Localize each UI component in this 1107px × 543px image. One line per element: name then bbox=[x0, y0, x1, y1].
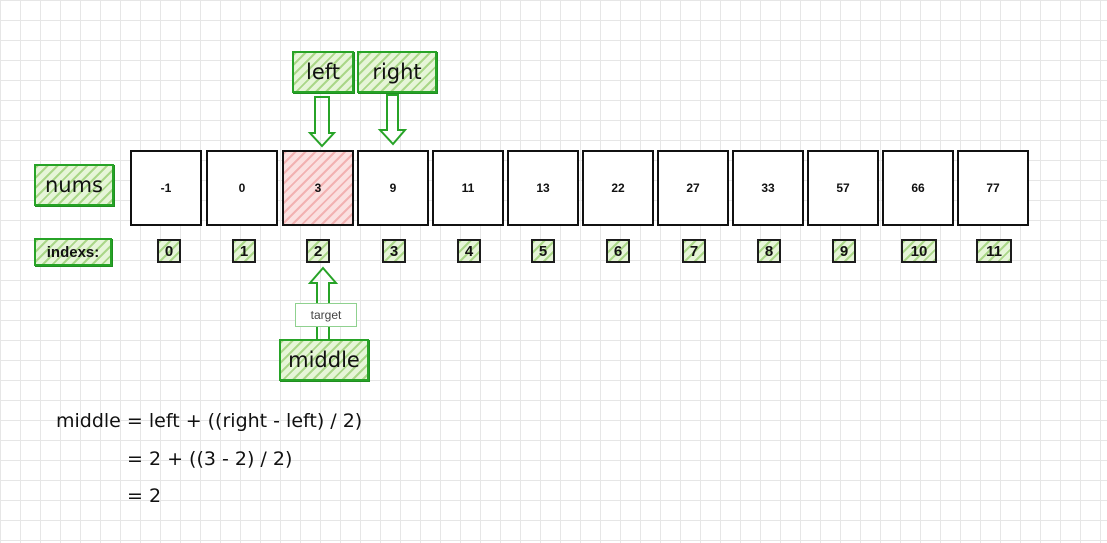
left-down-arrow-icon bbox=[307, 96, 337, 148]
left-label-text: left bbox=[305, 60, 340, 84]
index-box: 0 bbox=[157, 239, 181, 263]
right-down-arrow-icon bbox=[377, 94, 408, 146]
array-cell: 13 bbox=[507, 150, 579, 226]
array-cell: 22 bbox=[582, 150, 654, 226]
array-cell: 11 bbox=[432, 150, 504, 226]
target-label-text: target bbox=[310, 308, 342, 322]
index-box: 11 bbox=[976, 239, 1012, 263]
cell-value: 66 bbox=[911, 181, 925, 195]
cell-value: 22 bbox=[611, 181, 625, 195]
index-value: 0 bbox=[164, 242, 174, 260]
index-box: 5 bbox=[531, 239, 555, 263]
nums-label-text: nums bbox=[44, 173, 104, 197]
index-box: 4 bbox=[457, 239, 481, 263]
index-value: 2 bbox=[313, 242, 323, 260]
index-value: 10 bbox=[910, 242, 928, 260]
index-value: 4 bbox=[464, 242, 474, 260]
array-cell: 27 bbox=[657, 150, 729, 226]
cell-value: 33 bbox=[761, 181, 775, 195]
cell-value: 0 bbox=[238, 181, 246, 195]
array-cell-highlighted: 3 bbox=[282, 150, 354, 226]
array-cell: 77 bbox=[957, 150, 1029, 226]
index-value: 8 bbox=[764, 242, 774, 260]
array-cell: -1 bbox=[130, 150, 202, 226]
indexs-label-text: indexs: bbox=[46, 243, 100, 261]
index-box: 1 bbox=[232, 239, 256, 263]
cell-value: 13 bbox=[536, 181, 550, 195]
index-box: 7 bbox=[682, 239, 706, 263]
index-box: 6 bbox=[606, 239, 630, 263]
cell-value: 11 bbox=[461, 181, 475, 195]
target-label: target bbox=[295, 303, 357, 327]
cell-value: 3 bbox=[314, 181, 322, 195]
formula-line-3: = 2 bbox=[127, 485, 162, 507]
array-cell: 66 bbox=[882, 150, 954, 226]
index-value: 1 bbox=[239, 242, 249, 260]
array-cell: 33 bbox=[732, 150, 804, 226]
index-box: 8 bbox=[757, 239, 781, 263]
index-value: 5 bbox=[538, 242, 548, 260]
index-value: 9 bbox=[839, 242, 849, 260]
formula-line-2: = 2 + ((3 - 2) / 2) bbox=[127, 448, 293, 470]
index-value: 3 bbox=[389, 242, 399, 260]
index-value: 11 bbox=[986, 242, 1002, 260]
index-box: 2 bbox=[306, 239, 330, 263]
cell-value: 27 bbox=[686, 181, 700, 195]
index-value: 6 bbox=[613, 242, 623, 260]
index-box: 9 bbox=[832, 239, 856, 263]
left-label: left bbox=[292, 51, 354, 93]
formula-line-1: middle = left + ((right - left) / 2) bbox=[56, 410, 363, 432]
cell-value: 77 bbox=[986, 181, 1000, 195]
index-value: 7 bbox=[689, 242, 699, 260]
cell-value: 57 bbox=[836, 181, 850, 195]
middle-label: middle bbox=[279, 339, 369, 381]
array-cell: 0 bbox=[206, 150, 278, 226]
cell-value: 9 bbox=[389, 181, 397, 195]
right-label: right bbox=[357, 51, 437, 93]
indexs-label: indexs: bbox=[34, 238, 112, 266]
middle-label-text: middle bbox=[288, 348, 360, 372]
index-box: 3 bbox=[382, 239, 406, 263]
index-box: 10 bbox=[901, 239, 937, 263]
array-cell: 57 bbox=[807, 150, 879, 226]
right-label-text: right bbox=[372, 60, 422, 84]
cell-value: -1 bbox=[160, 181, 172, 195]
nums-label: nums bbox=[34, 164, 114, 206]
array-cell: 9 bbox=[357, 150, 429, 226]
